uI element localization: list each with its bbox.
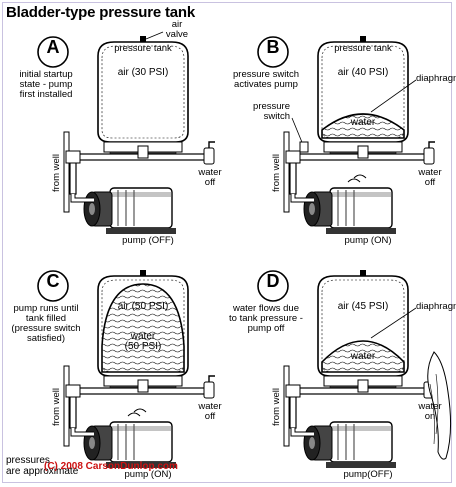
diaphragm-label: diaphragm xyxy=(416,73,456,84)
panel-c-letter: C xyxy=(46,271,60,291)
panel-d-badge xyxy=(257,270,289,302)
air-valve-leader xyxy=(145,31,164,40)
pipe-fitting xyxy=(285,150,301,164)
panel-b xyxy=(257,36,435,235)
copyright-notice: (C) 2008 CarsonDunlop.com xyxy=(44,461,178,472)
figure-frame xyxy=(2,2,452,483)
faucet-handle xyxy=(208,141,215,148)
panel-c xyxy=(37,270,215,469)
pump xyxy=(303,421,397,469)
pump-inlet-pipe-inner xyxy=(291,428,314,436)
tank-fitting xyxy=(137,145,149,159)
air-valve xyxy=(140,36,146,42)
diaphragm-leader xyxy=(370,307,417,339)
air-pressure-label: air (45 PSI) xyxy=(337,301,389,312)
panel-a-badge xyxy=(37,36,69,68)
pump-running-marks xyxy=(347,174,367,183)
air-valve xyxy=(360,36,366,42)
pressure-tank xyxy=(97,41,189,143)
pressure-tank-label: pressure tank xyxy=(114,43,172,54)
diaphragm-water xyxy=(321,340,405,373)
pump xyxy=(83,187,177,235)
pressure-switch xyxy=(299,141,309,153)
panel-b-letter: B xyxy=(266,37,280,57)
tank-fitting xyxy=(137,379,149,393)
air-pressure-label: air (50 PSI) xyxy=(117,301,169,312)
air-valve xyxy=(140,270,146,276)
pump-running-marks xyxy=(127,408,147,417)
panels-layer xyxy=(37,31,452,469)
pump-status-label: pump (OFF) xyxy=(122,235,174,246)
from-well-label: from well xyxy=(51,153,62,192)
air-pressure-label: air (40 PSI) xyxy=(337,67,389,78)
well-pipe xyxy=(63,365,70,447)
pump-inlet-pipe-inner xyxy=(71,194,94,202)
diaphragm-leader xyxy=(370,79,417,113)
panel-c-badge xyxy=(37,270,69,302)
pipe-fitting xyxy=(285,384,301,398)
diaphragm-water xyxy=(101,283,185,373)
pump-inlet-pipe-inner xyxy=(71,428,94,436)
well-pipe xyxy=(63,131,70,213)
pressure-tank xyxy=(317,41,409,143)
panel-d-letter: D xyxy=(266,271,280,291)
well-pipe xyxy=(283,131,290,213)
pipe-fitting xyxy=(65,384,81,398)
pump-status-label: pump (ON) xyxy=(344,235,392,246)
pressure-tank-label: pressure tank xyxy=(334,43,392,54)
spray-lines xyxy=(429,373,439,445)
figure-title: Bladder-type pressure tank xyxy=(6,4,196,21)
well-pipe xyxy=(283,365,290,447)
pump-inlet-pipe-inner xyxy=(291,194,314,202)
diaphragm-label: diaphragm xyxy=(416,301,456,312)
panel-d xyxy=(257,270,452,469)
pipe-fitting xyxy=(65,150,81,164)
air-valve xyxy=(360,270,366,276)
footnote: pressures are approximate xyxy=(6,455,78,477)
faucet-handle xyxy=(208,375,215,382)
panel-b-badge xyxy=(257,36,289,68)
faucet xyxy=(203,381,215,399)
footnote-line-2: are approximate xyxy=(6,466,79,477)
faucet xyxy=(423,147,435,165)
tank-fitting xyxy=(357,145,369,159)
diaphragm-water xyxy=(321,113,405,139)
air-pressure-label: air (30 PSI) xyxy=(117,67,169,78)
panel-a-letter: A xyxy=(46,37,60,57)
water-in-tank-label: water xyxy=(350,117,376,128)
from-well-label: from well xyxy=(271,153,282,192)
water-in-tank-label: water(50 PSI) xyxy=(124,331,162,352)
from-well-label: from well xyxy=(271,387,282,426)
pump-body xyxy=(303,421,397,469)
from-well-label: from well xyxy=(51,387,62,426)
water-in-tank-label: water xyxy=(350,351,376,362)
tank-fitting xyxy=(357,379,369,393)
faucet xyxy=(203,147,215,165)
faucet-handle xyxy=(428,141,435,148)
footnote-line-1: pressures xyxy=(6,455,50,466)
pump-body xyxy=(303,187,397,235)
pump xyxy=(303,187,397,235)
water-spray xyxy=(427,351,452,460)
pump-body xyxy=(83,187,177,235)
pump-status-label: pump (ON) xyxy=(124,469,172,480)
panel-a xyxy=(37,31,215,235)
pump-status-label: pump(OFF) xyxy=(343,469,393,480)
